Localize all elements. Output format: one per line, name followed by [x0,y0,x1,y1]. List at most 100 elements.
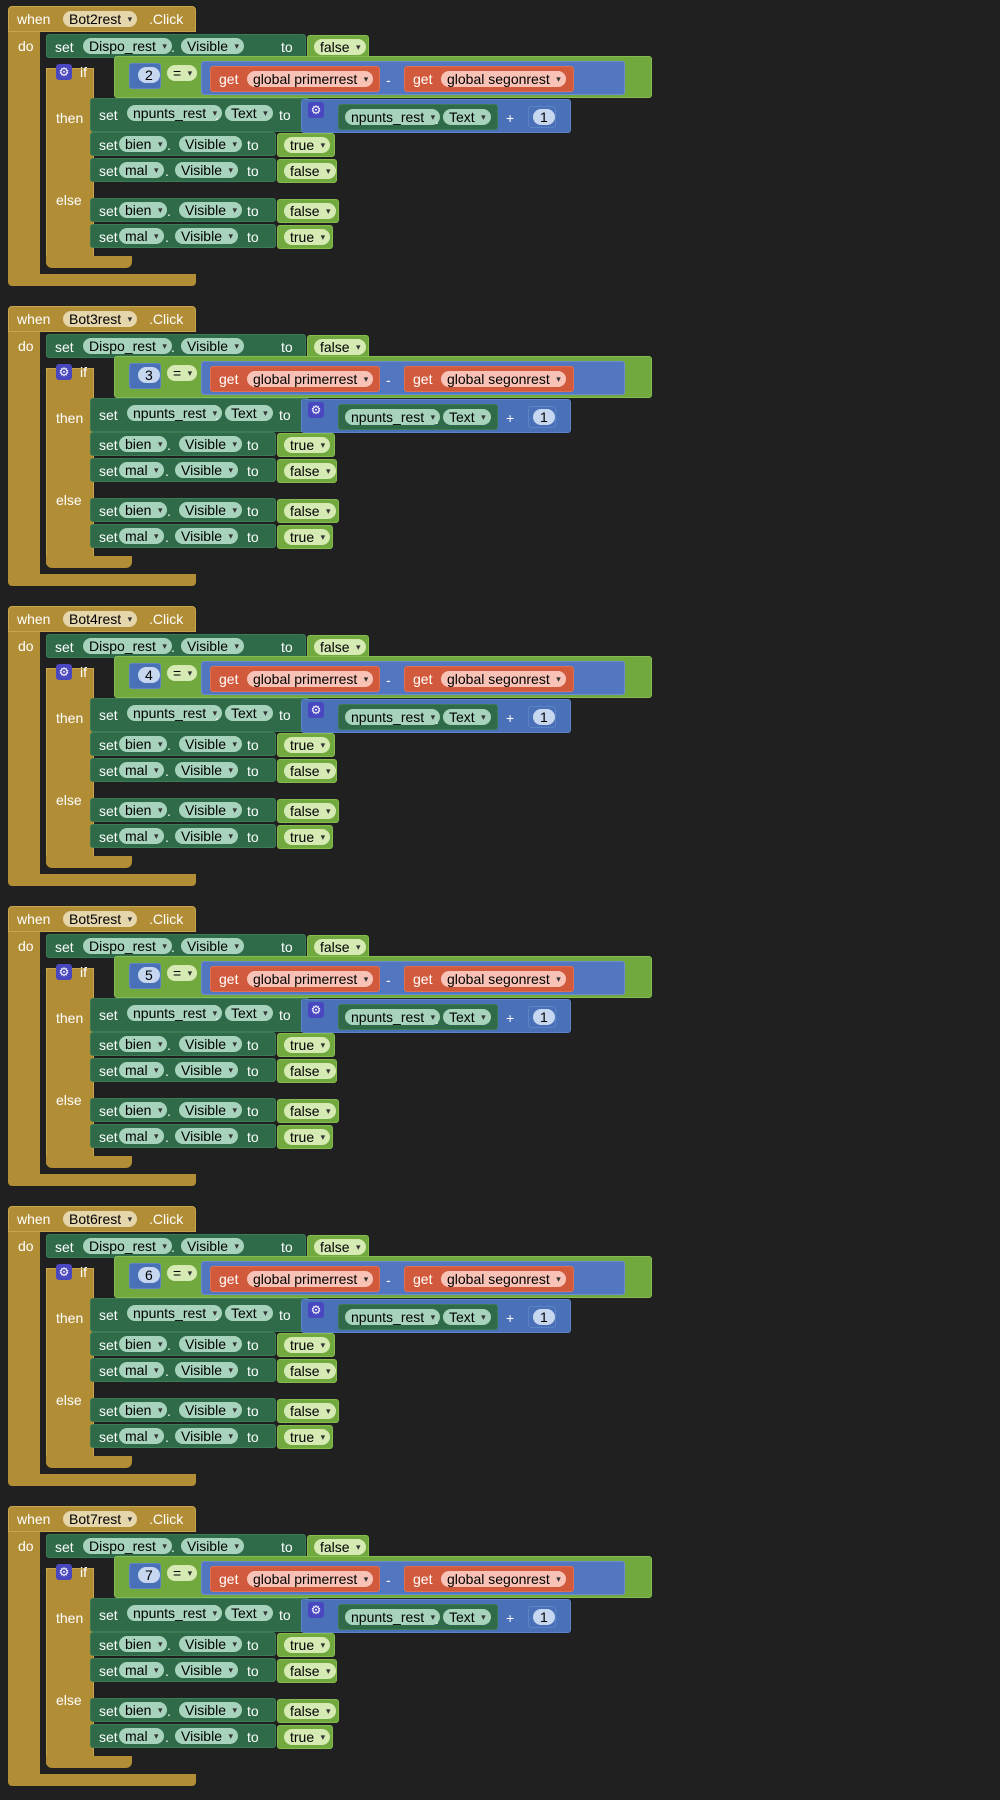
property-dropdown[interactable]: Visible▾ [179,1402,242,1418]
property-dropdown[interactable]: Visible▾ [181,1538,244,1554]
operator-dropdown[interactable]: =▾ [167,665,198,681]
if-block[interactable] [46,68,94,264]
property-dropdown[interactable]: Visible▾ [179,1102,242,1118]
component-dropdown[interactable]: bien▾ [119,736,168,752]
add-block[interactable]: ⚙npunts_rest▾.Text▾+1 [301,1599,571,1633]
component-dropdown[interactable]: npunts_rest▾ [127,405,223,421]
component-dropdown[interactable]: bien▾ [119,1336,168,1352]
component-dropdown[interactable]: mal▾ [119,1362,164,1378]
mutator-gear-icon[interactable]: ⚙ [56,664,72,680]
component-dropdown[interactable]: bien▾ [119,1036,168,1052]
variable-dropdown[interactable]: global segonrest▾ [441,671,566,687]
component-dropdown[interactable]: Bot3rest▾ [63,311,138,327]
boolean-block[interactable]: true▾ [277,733,335,757]
boolean-dropdown[interactable]: true▾ [284,137,331,153]
component-dropdown[interactable]: bien▾ [119,136,168,152]
boolean-block[interactable]: true▾ [277,433,335,457]
component-dropdown[interactable]: Bot6rest▾ [63,1211,138,1227]
boolean-block[interactable]: true▾ [277,825,333,849]
component-dropdown[interactable]: mal▾ [119,1662,164,1678]
component-dropdown[interactable]: mal▾ [119,828,164,844]
component-dropdown[interactable]: npunts_rest▾ [345,1309,441,1325]
component-getter-block[interactable]: npunts_rest▾.Text▾ [338,104,498,130]
variable-dropdown[interactable]: global segonrest▾ [441,971,566,987]
property-dropdown[interactable]: Visible▾ [181,638,244,654]
component-dropdown[interactable]: npunts_rest▾ [127,1605,223,1621]
property-dropdown[interactable]: Text▾ [225,405,273,421]
boolean-block[interactable]: false▾ [277,1359,337,1383]
boolean-block[interactable]: false▾ [277,159,337,183]
boolean-dropdown[interactable]: false▾ [314,639,366,655]
component-dropdown[interactable]: mal▾ [119,462,164,478]
add-block[interactable]: ⚙npunts_rest▾.Text▾+1 [301,699,571,733]
property-dropdown[interactable]: Visible▾ [181,338,244,354]
component-dropdown[interactable]: mal▾ [119,1728,164,1744]
property-dropdown[interactable]: Visible▾ [179,736,242,752]
boolean-block[interactable]: true▾ [277,1633,335,1657]
mutator-gear-icon[interactable]: ⚙ [56,364,72,380]
boolean-dropdown[interactable]: false▾ [314,39,366,55]
operator-dropdown[interactable]: =▾ [167,365,198,381]
number-field[interactable]: 1 [533,109,555,125]
if-block[interactable] [46,1568,94,1764]
number-block[interactable]: 1 [528,1306,556,1328]
number-field[interactable]: 1 [533,709,555,725]
component-dropdown[interactable]: mal▾ [119,228,164,244]
number-field[interactable]: 1 [533,409,555,425]
component-dropdown[interactable]: bien▾ [119,1636,168,1652]
boolean-block[interactable]: false▾ [277,1699,339,1723]
property-dropdown[interactable]: Text▾ [443,409,491,425]
component-dropdown[interactable]: Bot7rest▾ [63,1511,138,1527]
component-getter-block[interactable]: npunts_rest▾.Text▾ [338,1004,498,1030]
property-dropdown[interactable]: Text▾ [443,1609,491,1625]
property-dropdown[interactable]: Visible▾ [175,1662,238,1678]
component-dropdown[interactable]: npunts_rest▾ [345,109,441,125]
variable-dropdown[interactable]: global primerrest▾ [247,671,374,687]
operator-dropdown[interactable]: =▾ [167,65,198,81]
boolean-dropdown[interactable]: false▾ [284,1703,336,1719]
boolean-dropdown[interactable]: false▾ [314,1239,366,1255]
property-dropdown[interactable]: Text▾ [225,1605,273,1621]
boolean-block[interactable]: true▾ [277,1725,333,1749]
number-block[interactable]: 1 [528,106,556,128]
property-dropdown[interactable]: Visible▾ [179,1636,242,1652]
number-block[interactable]: 1 [528,1006,556,1028]
property-dropdown[interactable]: Visible▾ [181,1238,244,1254]
property-dropdown[interactable]: Visible▾ [179,1702,242,1718]
boolean-block[interactable]: true▾ [277,1333,335,1357]
component-dropdown[interactable]: npunts_rest▾ [127,1005,223,1021]
property-dropdown[interactable]: Text▾ [443,709,491,725]
component-dropdown[interactable]: npunts_rest▾ [345,1009,441,1025]
boolean-block[interactable]: false▾ [277,1059,337,1083]
if-block[interactable] [46,968,94,1164]
component-dropdown[interactable]: Bot2rest▾ [63,11,138,27]
component-dropdown[interactable]: Dispo_rest▾ [83,1538,172,1554]
number-block[interactable]: 5 [129,963,161,989]
mutator-gear-icon[interactable]: ⚙ [308,402,324,418]
component-dropdown[interactable]: Dispo_rest▾ [83,938,172,954]
boolean-dropdown[interactable]: false▾ [284,163,336,179]
